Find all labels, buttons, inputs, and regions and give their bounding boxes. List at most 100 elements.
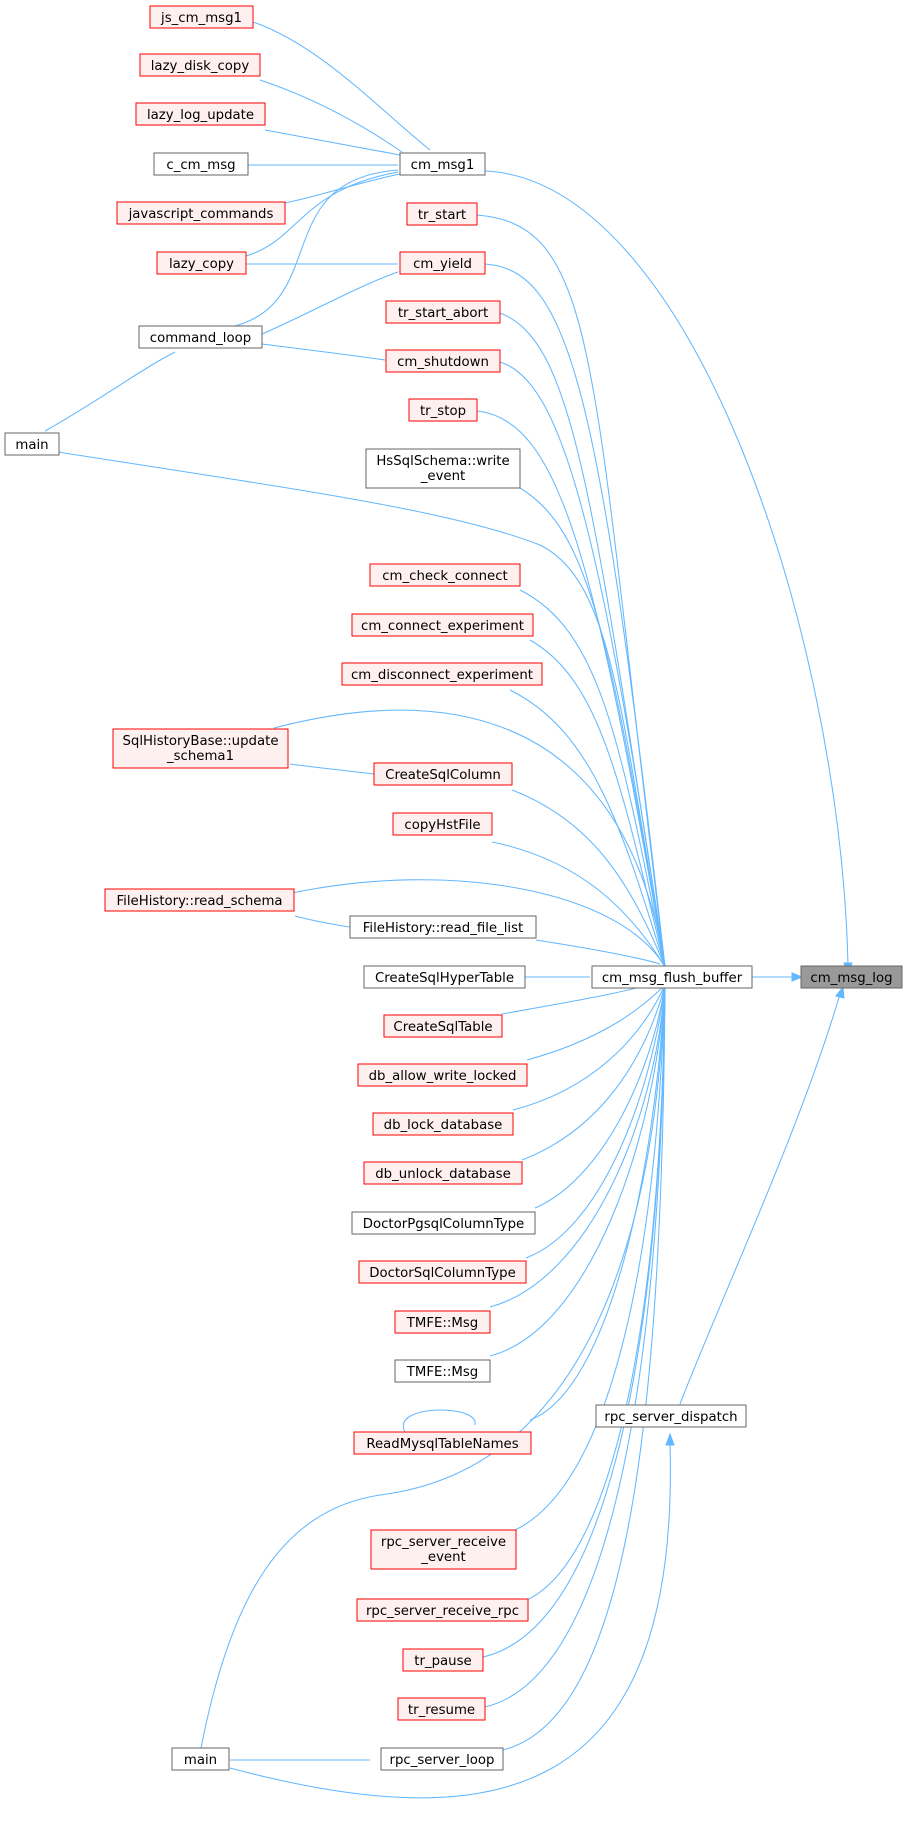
node-label: ReadMysqlTableNames xyxy=(366,1437,518,1452)
edge-DoctorPgsqlColumnType-to-flush xyxy=(534,984,666,1209)
edge-lazy_log_update-to-cm_msg1 xyxy=(264,129,401,156)
node-label-line1: SqlHistoryBase::update xyxy=(122,734,278,749)
edge-lazy_disk_copy-to-cm_msg1 xyxy=(259,79,403,153)
node-label: lazy_copy xyxy=(169,257,234,272)
node-db_lock_database[interactable]: db_lock_database xyxy=(372,1112,514,1136)
edge-tr_stop-to-flush xyxy=(476,410,666,968)
edge-main_bottom-to-rpc_dispatch xyxy=(229,1442,671,1799)
node-label: db_lock_database xyxy=(384,1118,503,1133)
node-label: TMFE::Msg xyxy=(406,1365,478,1380)
node-cm_msg_log[interactable]: cm_msg_log xyxy=(800,965,903,989)
edge-db_unlock_database-to-flush xyxy=(521,984,666,1161)
node-label: cm_connect_experiment xyxy=(361,619,524,634)
node-c_cm_msg[interactable]: c_cm_msg xyxy=(153,152,249,176)
node-label-line2: _event xyxy=(420,469,466,484)
node-cm_disconnect_experiment[interactable]: cm_disconnect_experiment xyxy=(341,662,543,686)
arrow-into-cm_msg_log-bottom xyxy=(835,985,845,999)
edge-read_schema-to-flush xyxy=(291,879,666,968)
edge-tr_resume-to-flush xyxy=(484,984,666,1708)
node-label: tr_start xyxy=(418,208,466,223)
edge-sql_update_schema1-to-flush xyxy=(273,709,666,968)
node-label-line2: _event xyxy=(420,1550,466,1565)
node-label-line1: HsSqlSchema::write xyxy=(376,454,509,469)
node-main-bottom[interactable]: main xyxy=(171,1747,230,1771)
node-command_loop[interactable]: command_loop xyxy=(138,325,263,349)
node-cm_check_connect[interactable]: cm_check_connect xyxy=(369,563,521,587)
node-DoctorPgsqlColumnType[interactable]: DoctorPgsqlColumnType xyxy=(351,1211,536,1235)
node-SqlHistoryBase-update_schema1[interactable]: SqlHistoryBase::update _schema1 xyxy=(112,728,289,769)
node-tr_start[interactable]: tr_start xyxy=(406,202,478,226)
edge-javascript_commands-to-cm_msg1 xyxy=(284,173,401,204)
node-label: tr_start_abort xyxy=(398,306,488,321)
edge-cm_check_connect-to-flush xyxy=(519,589,666,968)
node-cm_msg1[interactable]: cm_msg1 xyxy=(399,152,486,176)
node-label: cm_msg_log xyxy=(810,971,892,986)
node-cm_shutdown[interactable]: cm_shutdown xyxy=(385,349,501,373)
node-cm_msg_flush_buffer[interactable]: cm_msg_flush_buffer xyxy=(591,965,753,989)
node-label: cm_msg1 xyxy=(411,158,475,173)
node-label: DoctorPgsqlColumnType xyxy=(363,1217,524,1232)
edge-CreateSqlColumn-to-flush xyxy=(511,789,666,968)
node-label: db_allow_write_locked xyxy=(369,1069,517,1084)
node-FileHistory-read_schema[interactable]: FileHistory::read_schema xyxy=(104,888,295,912)
node-TMFE-Msg-1[interactable]: TMFE::Msg xyxy=(394,1310,491,1334)
node-main-top[interactable]: main xyxy=(4,432,60,456)
node-rpc_server_dispatch[interactable]: rpc_server_dispatch xyxy=(595,1404,747,1428)
node-CreateSqlColumn[interactable]: CreateSqlColumn xyxy=(373,762,513,786)
node-cm_yield[interactable]: cm_yield xyxy=(399,251,486,275)
node-label: main xyxy=(184,1753,217,1768)
node-tr_start_abort[interactable]: tr_start_abort xyxy=(385,300,501,324)
node-tr_stop[interactable]: tr_stop xyxy=(408,398,478,422)
node-label: DoctorSqlColumnType xyxy=(369,1266,516,1281)
node-db_allow_write_locked[interactable]: db_allow_write_locked xyxy=(357,1063,528,1087)
edge-read_file_list-to-flush xyxy=(535,939,661,965)
node-rpc_server_receive_event[interactable]: rpc_server_receive _event xyxy=(370,1529,517,1570)
node-label: cm_msg_flush_buffer xyxy=(602,971,743,986)
node-label: rpc_server_loop xyxy=(389,1753,494,1768)
node-label: cm_check_connect xyxy=(382,569,508,584)
node-lazy_disk_copy[interactable]: lazy_disk_copy xyxy=(139,53,261,77)
edge-main_top-to-command_loop xyxy=(44,351,176,432)
edge-main_top-to-flush xyxy=(44,449,666,968)
node-label: tr_pause xyxy=(414,1654,471,1669)
edge-cm_disconnect_experiment-to-flush xyxy=(509,689,666,968)
edge-TMFE_Msg_1-to-flush xyxy=(489,984,666,1308)
node-rpc_server_loop[interactable]: rpc_server_loop xyxy=(380,1747,504,1771)
node-label: rpc_server_dispatch xyxy=(604,1410,737,1425)
node-label: FileHistory::read_file_list xyxy=(363,921,524,936)
node-db_unlock_database[interactable]: db_unlock_database xyxy=(363,1161,523,1185)
edge-tr_pause-to-flush xyxy=(482,984,666,1658)
node-tr_resume[interactable]: tr_resume xyxy=(397,1697,486,1721)
edge-TMFE_Msg_2-to-flush xyxy=(489,984,666,1357)
edge-js_cm_msg1-to-cm_msg1 xyxy=(252,21,431,151)
edge-cm_connect_experiment-to-flush xyxy=(529,639,666,968)
node-label: command_loop xyxy=(150,331,251,346)
node-FileHistory-read_file_list[interactable]: FileHistory::read_file_list xyxy=(349,915,537,939)
node-tr_pause[interactable]: tr_pause xyxy=(402,1648,484,1672)
node-label: rpc_server_receive_rpc xyxy=(366,1604,519,1619)
nodes: js_cm_msg1 lazy_disk_copy lazy_log_updat… xyxy=(4,5,903,1771)
edge-lazy_copy-to-cm_msg1 xyxy=(245,171,399,257)
node-javascript_commands[interactable]: javascript_commands xyxy=(116,201,286,225)
node-rpc_server_receive_rpc[interactable]: rpc_server_receive_rpc xyxy=(356,1598,529,1622)
edge-command_loop-to-cm_msg1 xyxy=(234,169,399,327)
node-label: cm_disconnect_experiment xyxy=(351,668,533,683)
node-ReadMysqlTableNames[interactable]: ReadMysqlTableNames xyxy=(353,1431,532,1455)
edge-rpc_receive_rpc-to-flush xyxy=(526,984,666,1601)
node-label: CreateSqlTable xyxy=(393,1020,492,1035)
node-TMFE-Msg-2[interactable]: TMFE::Msg xyxy=(394,1359,491,1383)
node-js_cm_msg1[interactable]: js_cm_msg1 xyxy=(149,5,254,29)
edge-command_loop-to-cm_yield xyxy=(261,271,399,335)
node-cm_connect_experiment[interactable]: cm_connect_experiment xyxy=(351,613,534,637)
node-lazy_log_update[interactable]: lazy_log_update xyxy=(135,102,266,126)
node-label: db_unlock_database xyxy=(375,1167,511,1182)
node-CreateSqlTable[interactable]: CreateSqlTable xyxy=(383,1014,503,1038)
node-copyHstFile[interactable]: copyHstFile xyxy=(392,812,493,836)
node-label: javascript_commands xyxy=(128,207,274,222)
node-label: c_cm_msg xyxy=(166,158,235,173)
node-CreateSqlHyperTable[interactable]: CreateSqlHyperTable xyxy=(363,965,526,989)
node-HsSqlSchema-write_event[interactable]: HsSqlSchema::write _event xyxy=(365,448,521,489)
node-lazy_copy[interactable]: lazy_copy xyxy=(156,251,247,275)
node-DoctorSqlColumnType[interactable]: DoctorSqlColumnType xyxy=(358,1260,527,1284)
